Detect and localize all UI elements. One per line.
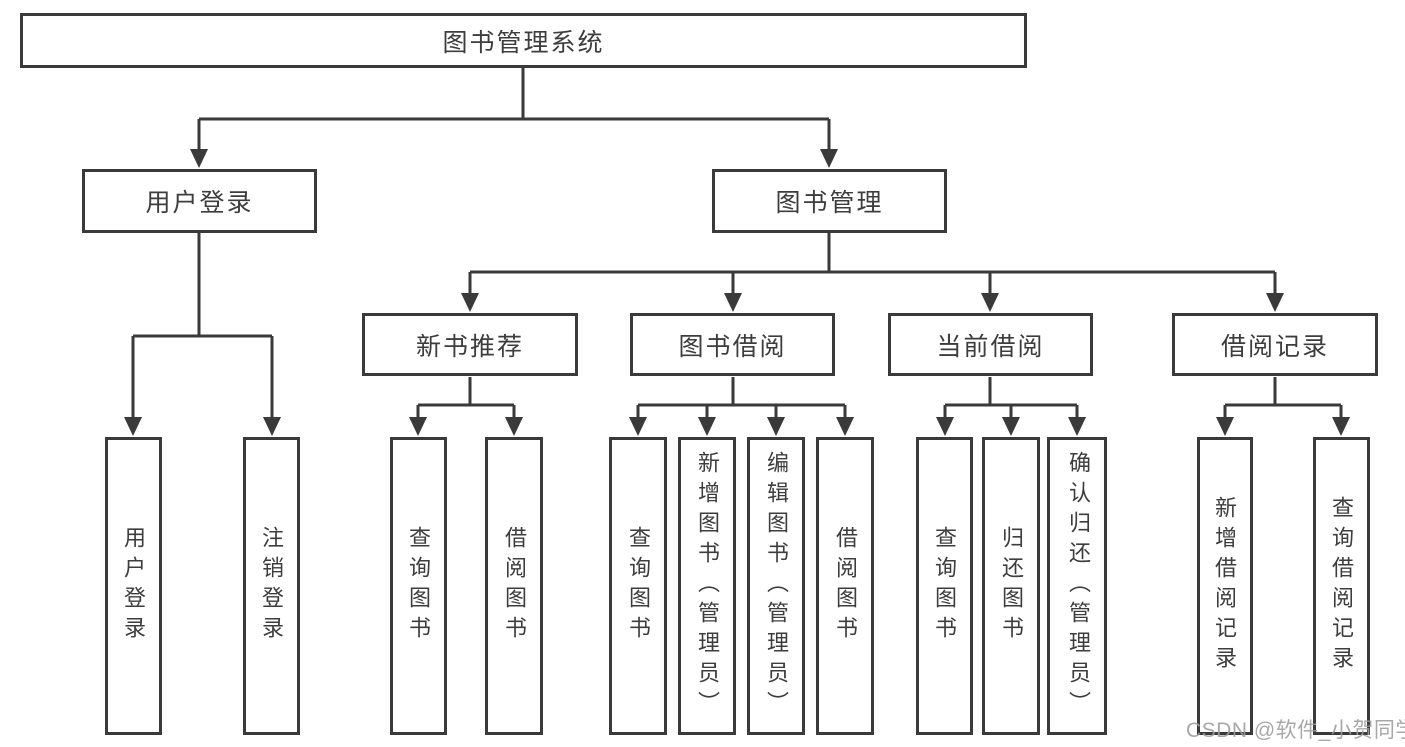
leaf-add-books-admin: 新增图书（管理员） <box>678 437 736 735</box>
node-book-borrowing: 图书借阅 <box>630 313 835 376</box>
leaf-confirm-return-admin: 确认归还（管理员） <box>1047 437 1107 735</box>
leaf-query-books-borrow: 查询图书 <box>609 437 667 735</box>
leaf-query-books-current: 查询图书 <box>916 437 973 735</box>
leaf-add-borrow-record: 新增借阅记录 <box>1197 437 1253 735</box>
leaf-query-books-recommend: 查询图书 <box>390 437 447 735</box>
leaf-borrow-books-recommend: 借阅图书 <box>485 437 543 735</box>
node-book-management: 图书管理 <box>712 169 947 233</box>
node-borrowing-records: 借阅记录 <box>1172 313 1378 376</box>
leaf-borrow-books: 借阅图书 <box>816 437 874 735</box>
leaf-query-borrow-record: 查询借阅记录 <box>1313 437 1370 735</box>
node-new-book-recommendation: 新书推荐 <box>362 313 578 376</box>
leaf-return-books: 归还图书 <box>982 437 1040 735</box>
leaf-user-login: 用户登录 <box>105 437 162 735</box>
leaf-edit-books-admin: 编辑图书（管理员） <box>747 437 805 735</box>
node-current-borrowing: 当前借阅 <box>888 313 1093 376</box>
csdn-watermark: CSDN @软件_小贺同学 <box>1186 719 1405 742</box>
leaf-logout: 注销登录 <box>243 437 300 735</box>
node-library-management-system: 图书管理系统 <box>20 13 1027 68</box>
node-user-login: 用户登录 <box>82 169 317 233</box>
